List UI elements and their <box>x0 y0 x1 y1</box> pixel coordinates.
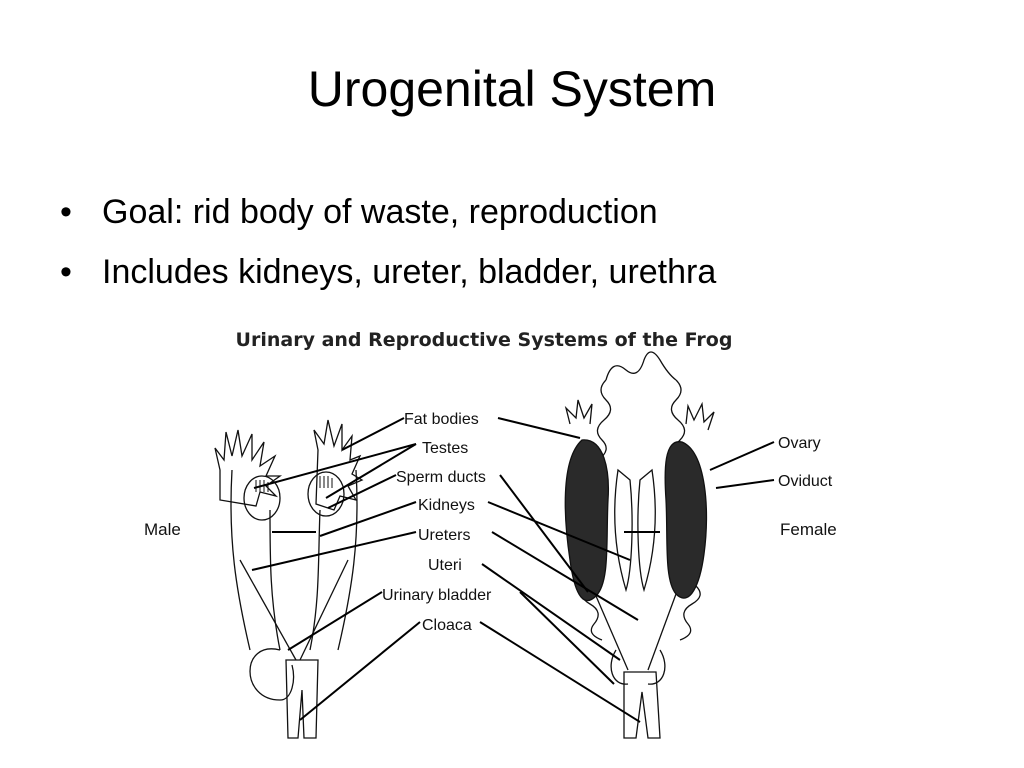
label-female: Female <box>780 520 837 539</box>
bullet-item: • Goal: rid body of waste, reproduction <box>60 190 716 234</box>
frog-urogenital-diagram: Urinary and Reproductive Systems of the … <box>144 329 837 739</box>
male-organs <box>214 419 364 739</box>
label-uteri: Uteri <box>428 557 462 574</box>
label-kidneys: Kidneys <box>418 497 475 514</box>
label-ureters: Ureters <box>418 527 470 544</box>
bullet-item: • Includes kidneys, ureter, bladder, ure… <box>60 250 716 294</box>
male-kidney-left-inner <box>269 509 281 651</box>
female-ovary-left <box>564 439 610 602</box>
slide-title: Urogenital System <box>307 61 717 117</box>
female-cloaca <box>623 671 661 739</box>
female-fat-body-left <box>564 399 593 425</box>
male-kidney-left <box>230 469 251 651</box>
label-testes: Testes <box>422 440 468 457</box>
female-ovary-right <box>664 441 708 599</box>
label-sperm-ducts: Sperm ducts <box>396 469 486 486</box>
label-cloaca: Cloaca <box>422 617 472 634</box>
diagram-labels: Male Female Fat bodies Testes Sperm duct… <box>144 411 837 634</box>
bullet-icon: • <box>60 253 72 292</box>
bullet-list: • Goal: rid body of waste, reproduction … <box>60 190 716 310</box>
male-ureter-left <box>239 559 297 661</box>
male-testis-left <box>243 475 281 521</box>
female-organs <box>564 351 715 739</box>
male-fat-body-right <box>313 419 364 511</box>
label-male: Male <box>144 520 181 539</box>
male-testis-right <box>307 471 345 517</box>
female-oviduct-top <box>605 351 677 381</box>
female-fat-body-right <box>685 401 715 431</box>
female-duct-left <box>595 595 629 671</box>
female-duct-right <box>647 593 677 671</box>
female-kidney-left <box>614 468 633 593</box>
leader-lines <box>251 417 775 723</box>
diagram-title: Urinary and Reproductive Systems of the … <box>236 329 733 351</box>
bullet-text: Goal: rid body of waste, reproduction <box>102 193 658 231</box>
male-cloaca <box>285 659 319 739</box>
label-ovary: Ovary <box>778 435 821 452</box>
male-bladder <box>249 648 295 701</box>
label-fat-bodies: Fat bodies <box>404 411 479 428</box>
female-kidney-right <box>637 468 656 593</box>
label-oviduct: Oviduct <box>778 473 833 490</box>
bullet-text: Includes kidneys, ureter, bladder, ureth… <box>102 253 717 292</box>
male-fat-body-left <box>214 429 283 507</box>
male-ureter-right <box>299 559 349 661</box>
bullet-icon: • <box>60 193 72 231</box>
label-urinary-bladder: Urinary bladder <box>382 587 492 604</box>
